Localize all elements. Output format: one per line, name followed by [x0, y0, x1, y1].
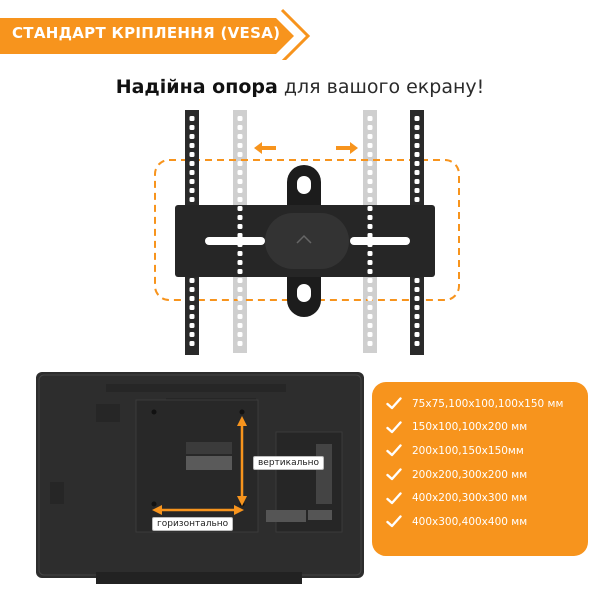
checkmark-icon [386, 444, 402, 457]
spec-text: 400х300,400х400 мм [412, 515, 528, 528]
banner-title: СТАНДАРТ КРІПЛЕННЯ (VESA) [12, 24, 281, 42]
spec-item: 200х200,300х200 мм [386, 463, 588, 487]
headline: Надійна опора для вашого екрану! [0, 76, 600, 98]
banner-arrow-shape [0, 18, 294, 54]
checkmark-icon [386, 515, 402, 528]
horizontal-label: горизонтально [152, 517, 234, 531]
rail-left-holes [189, 116, 195, 346]
vertical-arrow-icon [237, 416, 247, 506]
spec-text: 75х75,100х100,100х150 мм [412, 397, 564, 410]
spec-item: 75х75,100х100,100х150 мм [386, 392, 588, 416]
spec-item: 150х100,100х200 мм [386, 416, 588, 440]
headline-bold: Надійна опора [115, 76, 278, 98]
banner-chevron-icon [280, 8, 311, 60]
cross-bar [175, 205, 435, 277]
ghost-rail-right-holes [367, 116, 373, 346]
spec-text: 200х100,150х150мм [412, 444, 524, 457]
arrow-right-icon [336, 142, 358, 154]
spec-item: 400х200,300х300 мм [386, 486, 588, 510]
headline-rest: для вашого екрану! [277, 76, 485, 98]
wall-mount-illustration [154, 110, 460, 355]
tv-back-illustration [36, 372, 364, 584]
vertical-label: вертикально [253, 456, 325, 470]
vent-left [50, 404, 120, 504]
checkmark-icon [386, 397, 402, 410]
ghost-rail-left-holes [237, 116, 243, 346]
spec-text: 150х100,100х200 мм [412, 421, 528, 434]
checkmark-icon [386, 491, 402, 504]
label-sticker [186, 442, 232, 470]
spec-item: 200х100,150х150мм [386, 439, 588, 463]
spec-item: 400х300,400х400 мм [386, 510, 588, 534]
io-panel [266, 431, 343, 533]
spec-text: 400х200,300х300 мм [412, 492, 528, 505]
checkmark-icon [386, 468, 402, 481]
arrow-left-icon [254, 142, 276, 154]
rail-right-holes [414, 116, 420, 346]
horizontal-arrow-icon [152, 505, 244, 515]
tv-bottom-edge [96, 572, 302, 584]
spec-text: 200х200,300х200 мм [412, 468, 528, 481]
checkmark-icon [386, 421, 402, 434]
vesa-specs-panel: 75х75,100х100,100х150 мм 150х100,100х200 … [372, 382, 588, 556]
vesa-spec-list: 75х75,100х100,100х150 мм 150х100,100х200 … [372, 382, 588, 534]
header-banner [0, 8, 311, 60]
